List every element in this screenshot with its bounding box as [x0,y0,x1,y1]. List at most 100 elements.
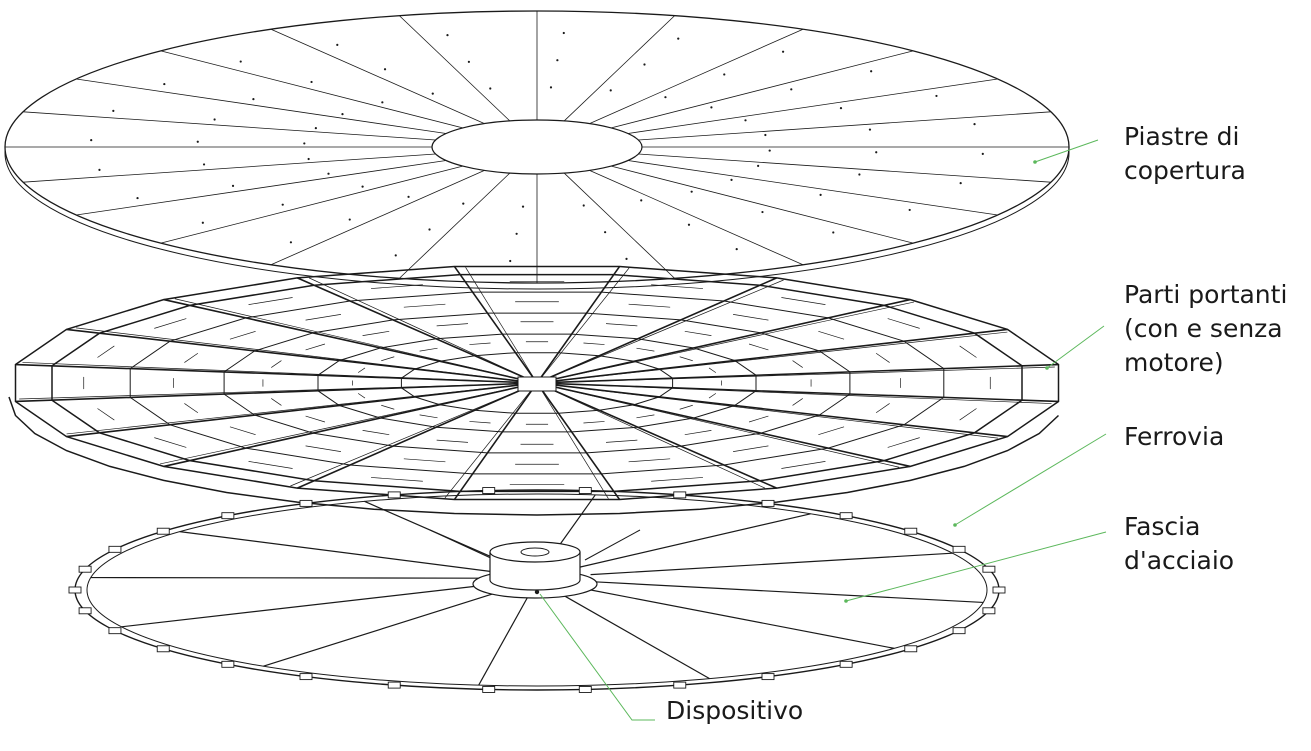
frame-beam-flange [22,362,512,383]
frame-radial-beam [15,363,522,384]
cover-bolt [858,173,861,176]
cover-bolt [981,152,984,155]
frame-cross-member [606,439,638,443]
rail-support-bracket [952,545,966,553]
frame-cross-member [371,284,423,289]
frame-beam-flange [562,383,1052,404]
frame-cross-member [875,352,890,363]
cover-bolt [136,196,139,200]
frame-beam-flange [290,387,525,487]
frame-cross-member [419,414,438,419]
frame-cross-member [229,426,256,436]
frame-beam-flange [159,386,519,465]
cover-bolt [870,70,873,73]
rail-spoke [263,590,502,667]
cover-bolt [768,149,771,152]
frame-cross-member [887,437,920,448]
frame-cross-member [184,352,199,363]
frame-cross-member [248,297,293,305]
rail-support-bracket [221,660,235,668]
frame-cross-member [733,314,769,321]
cover-bolt [407,195,410,198]
leader-dot [1045,366,1049,370]
frame-cross-member [97,408,115,421]
cover-bolt [744,119,747,122]
frame-beam-flange [66,385,514,435]
cover-bolt [489,87,492,90]
frame-beam-flange [541,267,630,378]
cover-bolt [832,231,835,234]
cover-bolt [381,101,384,104]
frame-radial-beam [552,363,1059,384]
cover-bolt [710,106,713,109]
frame-cross-member [628,303,671,308]
cover-bolt [973,123,976,126]
rail-support-bracket [673,681,687,689]
frame-cross-member [684,430,712,436]
cover-plate-seam [611,165,914,244]
cover-plate-seam [270,28,485,124]
rail-support-bracket [482,686,496,693]
frame-beam-flange [560,385,998,439]
rail-support-bracket [578,686,592,693]
rail-spoke [572,513,811,570]
frame-beam-flange [560,331,1008,381]
cover-bolt [431,92,434,95]
frame-cross-member [748,415,769,423]
leader-lines [539,139,1107,721]
frame-cross-member [469,421,491,424]
cover-bolt [604,231,607,234]
cover-bolt [112,109,115,112]
cover-bolt [336,43,339,46]
frame-radial-beam [296,277,531,381]
rail-support-bracket [982,565,996,573]
leader-cover-plates [1034,139,1099,163]
cover-bolt [935,94,938,98]
frame-radial-beam [552,382,1059,403]
frame-beam-flange [540,388,609,499]
frame-cross-member [271,360,282,368]
frame-cross-member [436,323,468,327]
cover-bolt [348,218,351,221]
rail-support-bracket [299,499,313,507]
cover-plate-seam [627,78,998,134]
frame-radial-beam [296,385,531,489]
frame-cross-member [403,303,446,308]
frame-cross-member [636,347,655,352]
frame-cross-member [357,367,366,373]
hub-leader-anchor [534,589,540,595]
frame-cross-member [679,404,693,410]
frame-cross-member [875,403,890,414]
rail-spoke [179,531,492,573]
cover-plate-seam [23,153,436,183]
cover-bolt [213,118,216,121]
leader-steel-band [845,531,1107,602]
frame-cross-member [381,404,395,410]
cover-bolt [757,164,760,167]
cover-bolt [307,157,310,161]
cover-bolt [549,86,553,89]
leader-dot [844,599,848,603]
frame-cross-member [305,343,326,351]
cover-bolt [556,59,559,62]
cover-bolt [201,221,204,224]
cover-bolt [281,203,284,206]
cover-plate-seam [76,78,447,134]
frame-cross-member [708,393,717,399]
frame-radial-beam [453,265,536,380]
frame-cross-member [781,461,826,469]
rail-support-bracket [387,491,401,499]
frame-cross-member [184,403,199,414]
rail-support-bracket [904,645,918,653]
rail-support-bracket [78,565,92,573]
cover-plate-seam [399,15,511,122]
frame-radial-beam [538,386,621,501]
frame-beam-flange [19,383,511,400]
cover-center-opening [431,119,643,175]
frame-radial-beam [163,298,526,382]
frame-radial-beam [163,384,526,468]
central-device-hub [429,529,641,599]
rail-support-bracket [952,627,966,635]
